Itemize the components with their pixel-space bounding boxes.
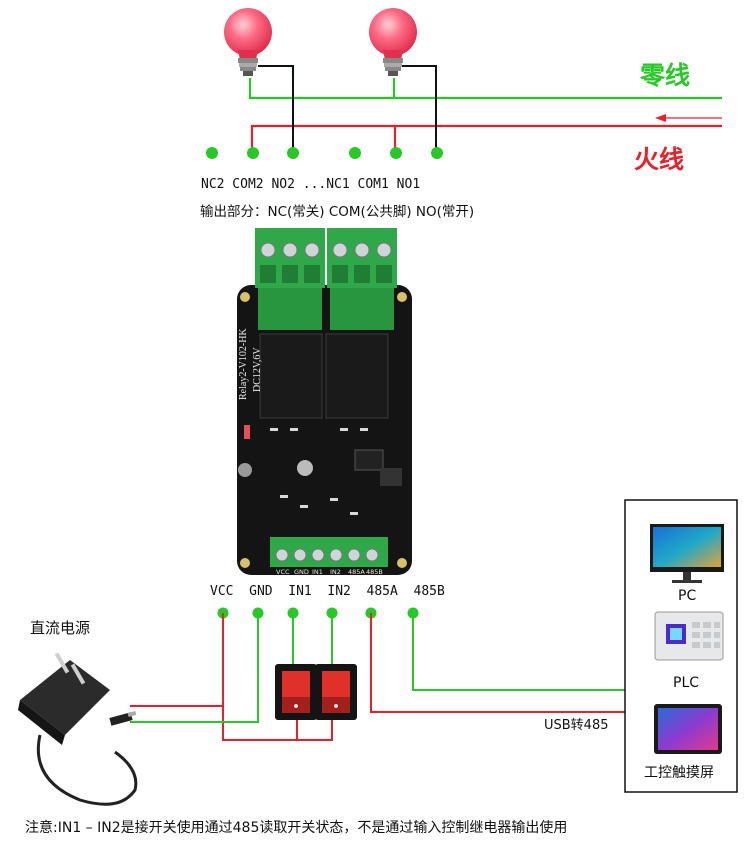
input-terminal-block xyxy=(270,537,388,567)
board-pin-label: IN2 xyxy=(330,568,341,576)
input-wires-green xyxy=(130,613,625,723)
board-pin-label: GND xyxy=(294,568,309,576)
board-pin-label: IN1 xyxy=(312,568,323,576)
lamp-wires xyxy=(258,65,437,152)
pc-label: PC xyxy=(678,588,697,604)
board-voltage-text: DC12V,6V xyxy=(252,347,263,392)
pc-monitor-icon xyxy=(650,524,724,583)
output-terminal-block-1 xyxy=(327,228,397,330)
output-terminals-label: NC2 COM2 NO2 ...NC1 COM1 NO1 xyxy=(201,177,421,192)
bulb-1-icon xyxy=(369,8,417,76)
live-direction-arrow xyxy=(655,114,722,122)
neutral-line-label: 零线 xyxy=(640,61,691,90)
board-pin-label: VCC xyxy=(276,568,290,576)
hmi-touchscreen-icon xyxy=(654,704,722,754)
board-model-text: Relay2-V102-HK xyxy=(238,328,249,400)
hmi-label: 工控触摸屏 xyxy=(644,765,714,781)
switch-in2-icon xyxy=(315,664,357,720)
note-text: 注意:IN1 – IN2是接开关使用通过485读取开关状态，不是通过输入控制继电… xyxy=(25,820,568,836)
output-legend-label: 输出部分：NC(常关) COM(公共脚) NO(常开) xyxy=(200,204,475,220)
output-terminal-block-2 xyxy=(255,228,325,330)
board-pin-label: 485A xyxy=(348,568,365,576)
input-wires-red xyxy=(130,613,625,741)
relay-2 xyxy=(259,333,323,419)
plc-device-icon xyxy=(654,611,724,661)
board-pin-label: 485B xyxy=(366,568,383,576)
input-terminal-dots xyxy=(217,607,419,619)
plc-label: PLC xyxy=(673,675,700,691)
bulb-2-icon xyxy=(224,8,272,76)
output-terminal-dots xyxy=(206,147,443,159)
power-supply-label: 直流电源 xyxy=(30,619,91,637)
relay-1 xyxy=(325,333,389,419)
device-panel xyxy=(624,499,738,793)
live-line-label: 火线 xyxy=(634,145,685,174)
power-adapter-icon xyxy=(18,652,138,806)
usb-485-label: USB转485 xyxy=(544,718,609,733)
input-pins-label: VCC GND IN1 IN2 485A 485B xyxy=(210,584,445,599)
switch-in1-icon xyxy=(275,664,317,720)
